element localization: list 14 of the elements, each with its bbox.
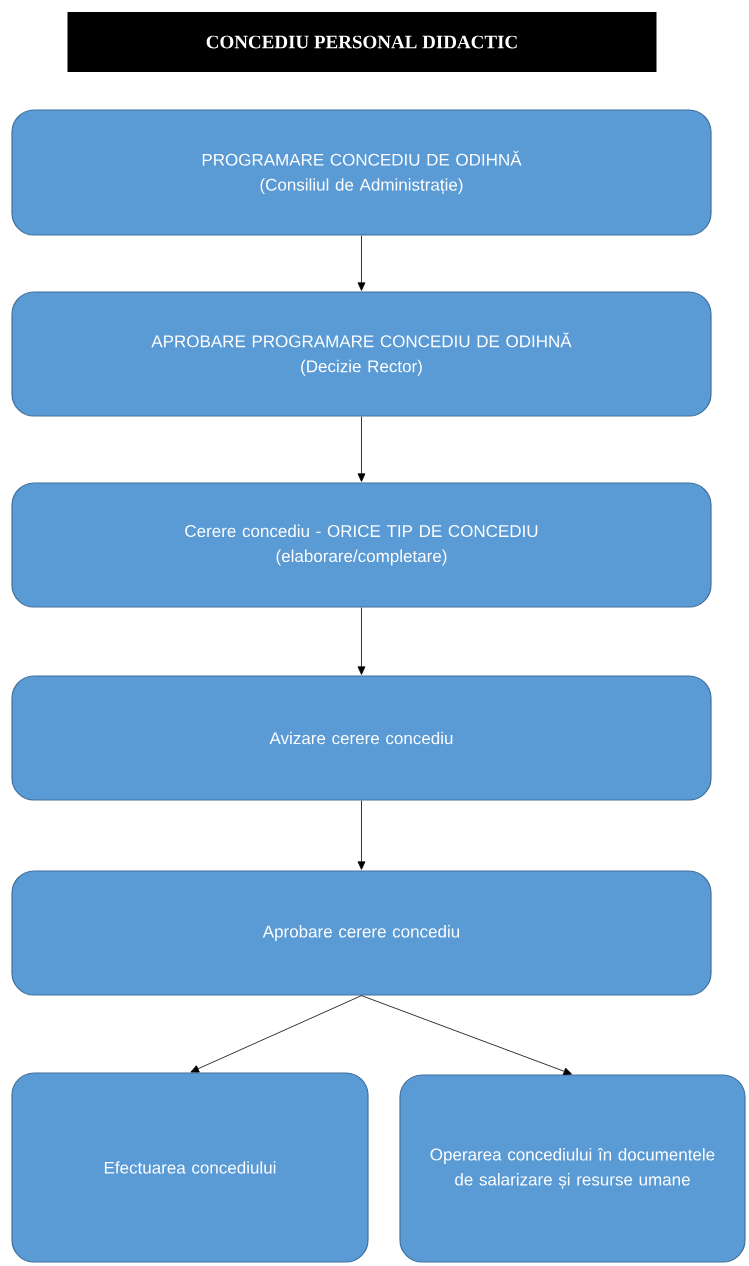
process-box: PROGRAMARE CONCEDIU DE ODIHNĂ (Consiliul de Administrație): [11, 109, 712, 236]
arrow: [357, 416, 366, 482]
process-box: Operarea concediului în documentele de salarizare și resurse umane: [399, 1074, 746, 1263]
arrow: [190, 995, 362, 1073]
arrow: [357, 607, 366, 675]
process-box: Aprobare cerere concediu: [11, 870, 712, 996]
process-box: Cerere concediu - ORICE TIP DE CONCEDIU (elaborare/completare): [11, 482, 712, 608]
title-banner: CONCEDIU PERSONAL DIDACTIC: [67, 12, 657, 72]
arrow: [357, 235, 366, 291]
process-box: Efectuarea concediului: [11, 1072, 369, 1263]
arrow: [357, 800, 366, 870]
arrow: [361, 995, 572, 1076]
process-box: APROBARE PROGRAMARE CONCEDIU DE ODIHNĂ (Decizie Rector): [11, 291, 712, 417]
process-box: Avizare cerere concediu: [11, 675, 712, 801]
